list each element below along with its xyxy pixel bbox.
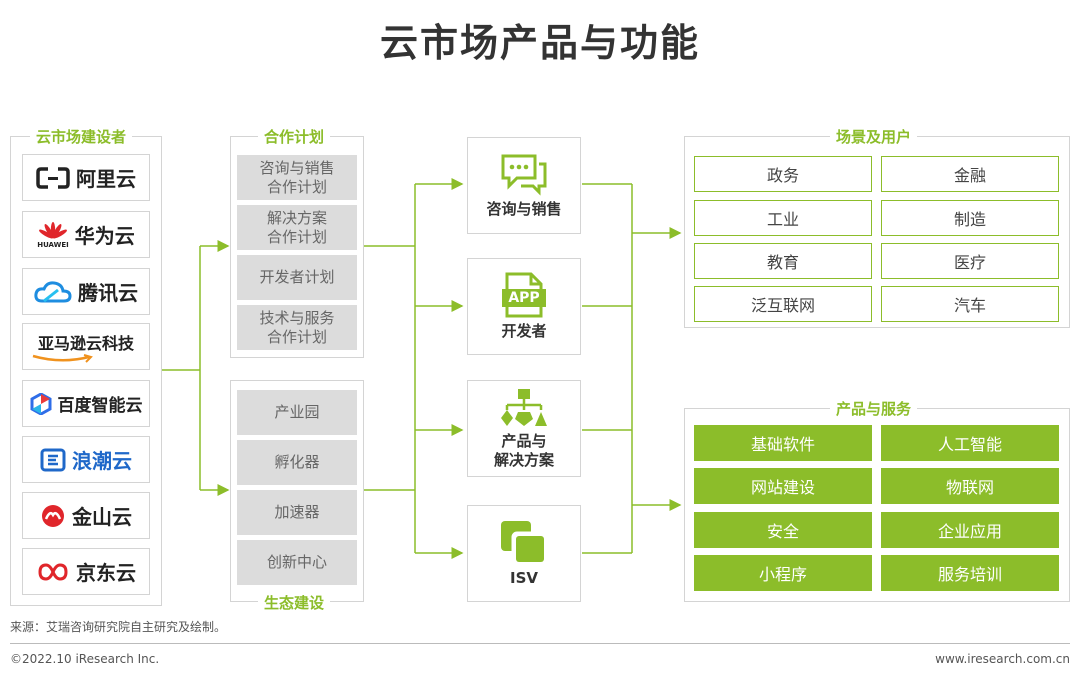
function-consulting-sales: 咨询与销售	[467, 137, 581, 234]
builder-name: 百度智能云	[57, 396, 143, 416]
function-developer: APP 开发者	[467, 258, 581, 355]
aws-smile-icon	[32, 353, 93, 363]
function-label: 咨询与销售	[486, 200, 562, 218]
product-ai: 人工智能	[881, 425, 1059, 461]
eco-industrial-park: 产业园	[237, 390, 357, 435]
website-link[interactable]: www.iresearch.com.cn	[935, 652, 1070, 666]
plan-developer: 开发者计划	[237, 255, 357, 300]
product-basic-software: 基础软件	[694, 425, 872, 461]
eco-incubator: 孵化器	[237, 440, 357, 485]
builder-aws: 亚马逊云科技	[22, 323, 150, 370]
builder-name: 亚马逊云科技	[37, 333, 134, 353]
huawei-logo-icon	[39, 221, 67, 238]
function-isv: ISV	[467, 505, 581, 602]
product-security: 安全	[694, 512, 872, 548]
builder-inspur: 浪潮云	[22, 436, 150, 483]
builder-name: 华为云	[74, 224, 135, 248]
function-label: 产品与 解决方案	[493, 431, 554, 469]
stacked-windows-icon	[501, 521, 547, 565]
function-label: 开发者	[501, 322, 547, 340]
scene-government: 政务	[694, 156, 872, 192]
app-icon-text: APP	[508, 290, 540, 306]
function-products-solutions: 产品与 解决方案	[467, 380, 581, 477]
function-label: ISV	[510, 569, 538, 587]
builder-name: 金山云	[72, 505, 132, 529]
scene-education: 教育	[694, 243, 872, 279]
footer-divider	[10, 643, 1070, 644]
jd-cloud-logo-icon	[38, 562, 68, 581]
plan-solutions: 解决方案 合作计划	[237, 205, 357, 250]
scene-medical: 医疗	[881, 243, 1059, 279]
builder-huawei: HUAWEI 华为云	[22, 211, 150, 258]
product-enterprise-apps: 企业应用	[881, 512, 1059, 548]
products-label: 产品与服务	[830, 398, 918, 419]
builders-label: 云市场建设者	[30, 126, 133, 147]
partner-plans-label: 合作计划	[258, 126, 331, 147]
scene-internet: 泛互联网	[694, 286, 872, 322]
hierarchy-shapes-icon	[501, 388, 547, 426]
page-title: 云市场产品与功能	[379, 21, 700, 65]
builder-tencent: 腾讯云	[22, 268, 150, 315]
baidu-cloud-logo-icon	[30, 392, 51, 415]
source-note: 来源：艾瑞咨询研究院自主研究及绘制。	[10, 620, 227, 634]
scene-manufacturing: 制造	[881, 200, 1059, 236]
product-service-training: 服务培训	[881, 555, 1059, 591]
kingsoft-logo-icon	[42, 504, 64, 527]
huawei-subtext: HUAWEI	[37, 240, 69, 249]
product-mini-program: 小程序	[694, 555, 872, 591]
scene-finance: 金融	[881, 156, 1059, 192]
aliyun-logo-icon	[36, 166, 70, 189]
product-website: 网站建设	[694, 468, 872, 504]
eco-accelerator: 加速器	[237, 490, 357, 535]
plan-consulting-sales: 咨询与销售 合作计划	[237, 155, 357, 200]
builder-name: 京东云	[76, 561, 136, 585]
plan-tech-service: 技术与服务 合作计划	[237, 305, 357, 350]
chat-bubble-icon	[501, 154, 547, 196]
builder-name: 腾讯云	[78, 281, 138, 305]
scenes-label: 场景及用户	[830, 126, 918, 147]
tencent-cloud-logo-icon	[34, 280, 72, 302]
builder-aliyun: 阿里云	[22, 154, 150, 201]
copyright: ©2022.10 iResearch Inc.	[10, 652, 160, 666]
builder-jd: 京东云	[22, 548, 150, 595]
product-iot: 物联网	[881, 468, 1059, 504]
eco-innovation-center: 创新中心	[237, 540, 357, 585]
app-file-icon: APP	[501, 272, 547, 318]
scene-automotive: 汽车	[881, 286, 1059, 322]
ecosystem-label: 生态建设	[258, 592, 331, 613]
inspur-logo-icon	[40, 448, 66, 471]
builder-baidu: 百度智能云	[22, 380, 150, 427]
builder-name: 阿里云	[76, 167, 136, 191]
builder-kingsoft: 金山云	[22, 492, 150, 539]
scene-industry: 工业	[694, 200, 872, 236]
builder-name: 浪潮云	[72, 449, 132, 473]
